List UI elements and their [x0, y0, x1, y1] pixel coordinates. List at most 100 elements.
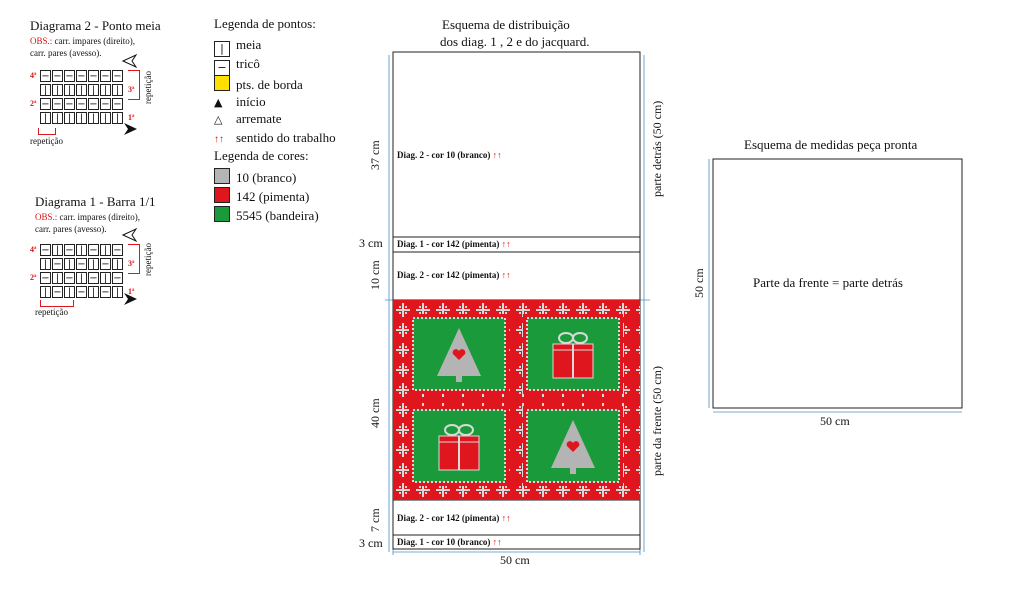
stitch-cell: −	[76, 70, 87, 82]
repeat-bracket-vertical	[128, 244, 140, 274]
start-icon: ▲	[214, 96, 223, 109]
stitch-cell: −	[40, 272, 51, 284]
stitch-cell: −	[88, 98, 99, 110]
measures-height-label: 50 cm	[692, 268, 706, 298]
row-number-label: 1ª	[128, 287, 135, 296]
direction-arrows-icon: ↑↑	[501, 270, 511, 280]
repeat-bracket	[38, 128, 56, 135]
section-label: Diag. 2 - cor 142 (pimenta) ↑↑	[397, 513, 511, 523]
row-number-label: 2ª	[30, 273, 37, 282]
white-yarn-swatch	[214, 168, 230, 184]
stitch-cell: −	[88, 70, 99, 82]
stitch-cell: −	[64, 98, 75, 110]
measures-width-label: 50 cm	[820, 414, 850, 428]
measures-title: Esquema de medidas peça pronta	[744, 137, 918, 152]
stitch-cell: |	[76, 84, 87, 96]
stitch-cell: |	[64, 112, 75, 124]
distribution-title-2: dos diag. 1 , 2 e do jacquard.	[440, 34, 590, 49]
direction-arrows-icon: ↑↑	[492, 537, 502, 547]
stitch-cell: −	[40, 98, 51, 110]
motif-gift-bottom	[409, 406, 509, 486]
start-arrow-icon	[123, 292, 138, 306]
stitch-cell: |	[112, 84, 123, 96]
repeat-bracket	[40, 300, 74, 307]
measures-center-text: Parte da frente = parte detrás	[753, 275, 903, 290]
stitch-cell: −	[112, 98, 123, 110]
color-legend-title: Legenda de cores:	[214, 148, 309, 163]
stitch-cell: −	[64, 244, 75, 256]
stitch-cell: |	[76, 272, 87, 284]
row-number-label: 2ª	[30, 99, 37, 108]
row-number-label: 4ª	[30, 71, 37, 80]
stitch-cell: |	[88, 84, 99, 96]
obs-label: OBS.:	[30, 36, 53, 46]
stitch-cell: −	[40, 244, 51, 256]
stitch-cell: |	[76, 244, 87, 256]
stitch-cell: −	[100, 258, 111, 270]
height-label: 3 cm	[359, 536, 383, 550]
stitch-cell: −	[112, 244, 123, 256]
stitch-cell: |	[64, 286, 75, 298]
finish-icon: △	[214, 113, 223, 126]
row-number-label: 3ª	[128, 85, 135, 94]
stitch-cell: |	[40, 286, 51, 298]
section-label: Diag. 2 - cor 10 (branco) ↑↑	[397, 150, 502, 160]
stitch-cell: |	[100, 84, 111, 96]
stitch-cell: −	[64, 272, 75, 284]
legend-white: 10 (branco)	[214, 168, 296, 186]
obs-label: OBS.:	[35, 212, 58, 222]
finish-arrow-icon	[121, 227, 138, 243]
stitch-cell: |	[112, 258, 123, 270]
obs-text-1: carr. impares (direito),	[57, 212, 140, 222]
stitch-cell: −	[52, 98, 63, 110]
direction-arrows-icon: ↑↑	[501, 239, 511, 249]
stitch-cell: −	[52, 258, 63, 270]
legend-direction: ↑↑sentido do trabalho	[214, 130, 336, 145]
stitch-cell: |	[76, 112, 87, 124]
stitch-cell: −	[100, 286, 111, 298]
legend-finish: △arremate	[214, 111, 282, 126]
stitch-cell: |	[52, 112, 63, 124]
stitch-cell: |	[112, 286, 123, 298]
jacquard-panel	[393, 300, 640, 500]
stitch-cell: −	[52, 286, 63, 298]
motif-tree-bottom	[523, 406, 623, 486]
stitch-cell: |	[100, 244, 111, 256]
section-label: Diag. 1 - cor 142 (pimenta) ↑↑	[397, 239, 511, 249]
stitch-cell: |	[40, 84, 51, 96]
motif-tree-top	[409, 314, 509, 394]
stitch-cell: −	[112, 70, 123, 82]
legend-edge: pts. de borda	[214, 75, 303, 93]
stitch-cell: |	[100, 112, 111, 124]
stitch-cell: |	[88, 286, 99, 298]
section-label: Diag. 1 - cor 10 (branco) ↑↑	[397, 537, 502, 547]
stitch-cell: |	[64, 84, 75, 96]
edge-stitch-swatch	[214, 75, 230, 91]
row-number-label: 1ª	[128, 113, 135, 122]
stitch-cell: −	[52, 70, 63, 82]
stitch-legend-title: Legenda de pontos:	[214, 16, 316, 31]
stitch-cell: |	[88, 258, 99, 270]
direction-arrows-icon: ↑↑	[214, 134, 224, 145]
stitch-cell: |	[40, 112, 51, 124]
stitch-cell: |	[52, 272, 63, 284]
pepper-yarn-swatch	[214, 187, 230, 203]
knit-stitch-icon: |	[214, 41, 230, 57]
stitch-cell: |	[40, 258, 51, 270]
obs-text-1: carr. impares (direito),	[52, 36, 135, 46]
repeat-label: repetição	[30, 136, 63, 146]
legend-pepper: 142 (pimenta)	[214, 187, 309, 205]
obs-text-2: carr. pares (avesso).	[35, 224, 107, 234]
row-number-label: 3ª	[128, 259, 135, 268]
distribution-title-1: Esquema de distribuição	[442, 17, 570, 32]
stitch-cell: −	[88, 272, 99, 284]
stitch-cell: |	[64, 258, 75, 270]
legend-flag: 5545 (bandeira)	[214, 206, 319, 224]
legend-start: ▲início	[214, 94, 266, 109]
stitch-cell: |	[112, 112, 123, 124]
legend-knit: |meia	[214, 37, 261, 57]
stitch-cell: |	[52, 84, 63, 96]
stitch-cell: −	[100, 98, 111, 110]
stitch-cell: −	[100, 70, 111, 82]
